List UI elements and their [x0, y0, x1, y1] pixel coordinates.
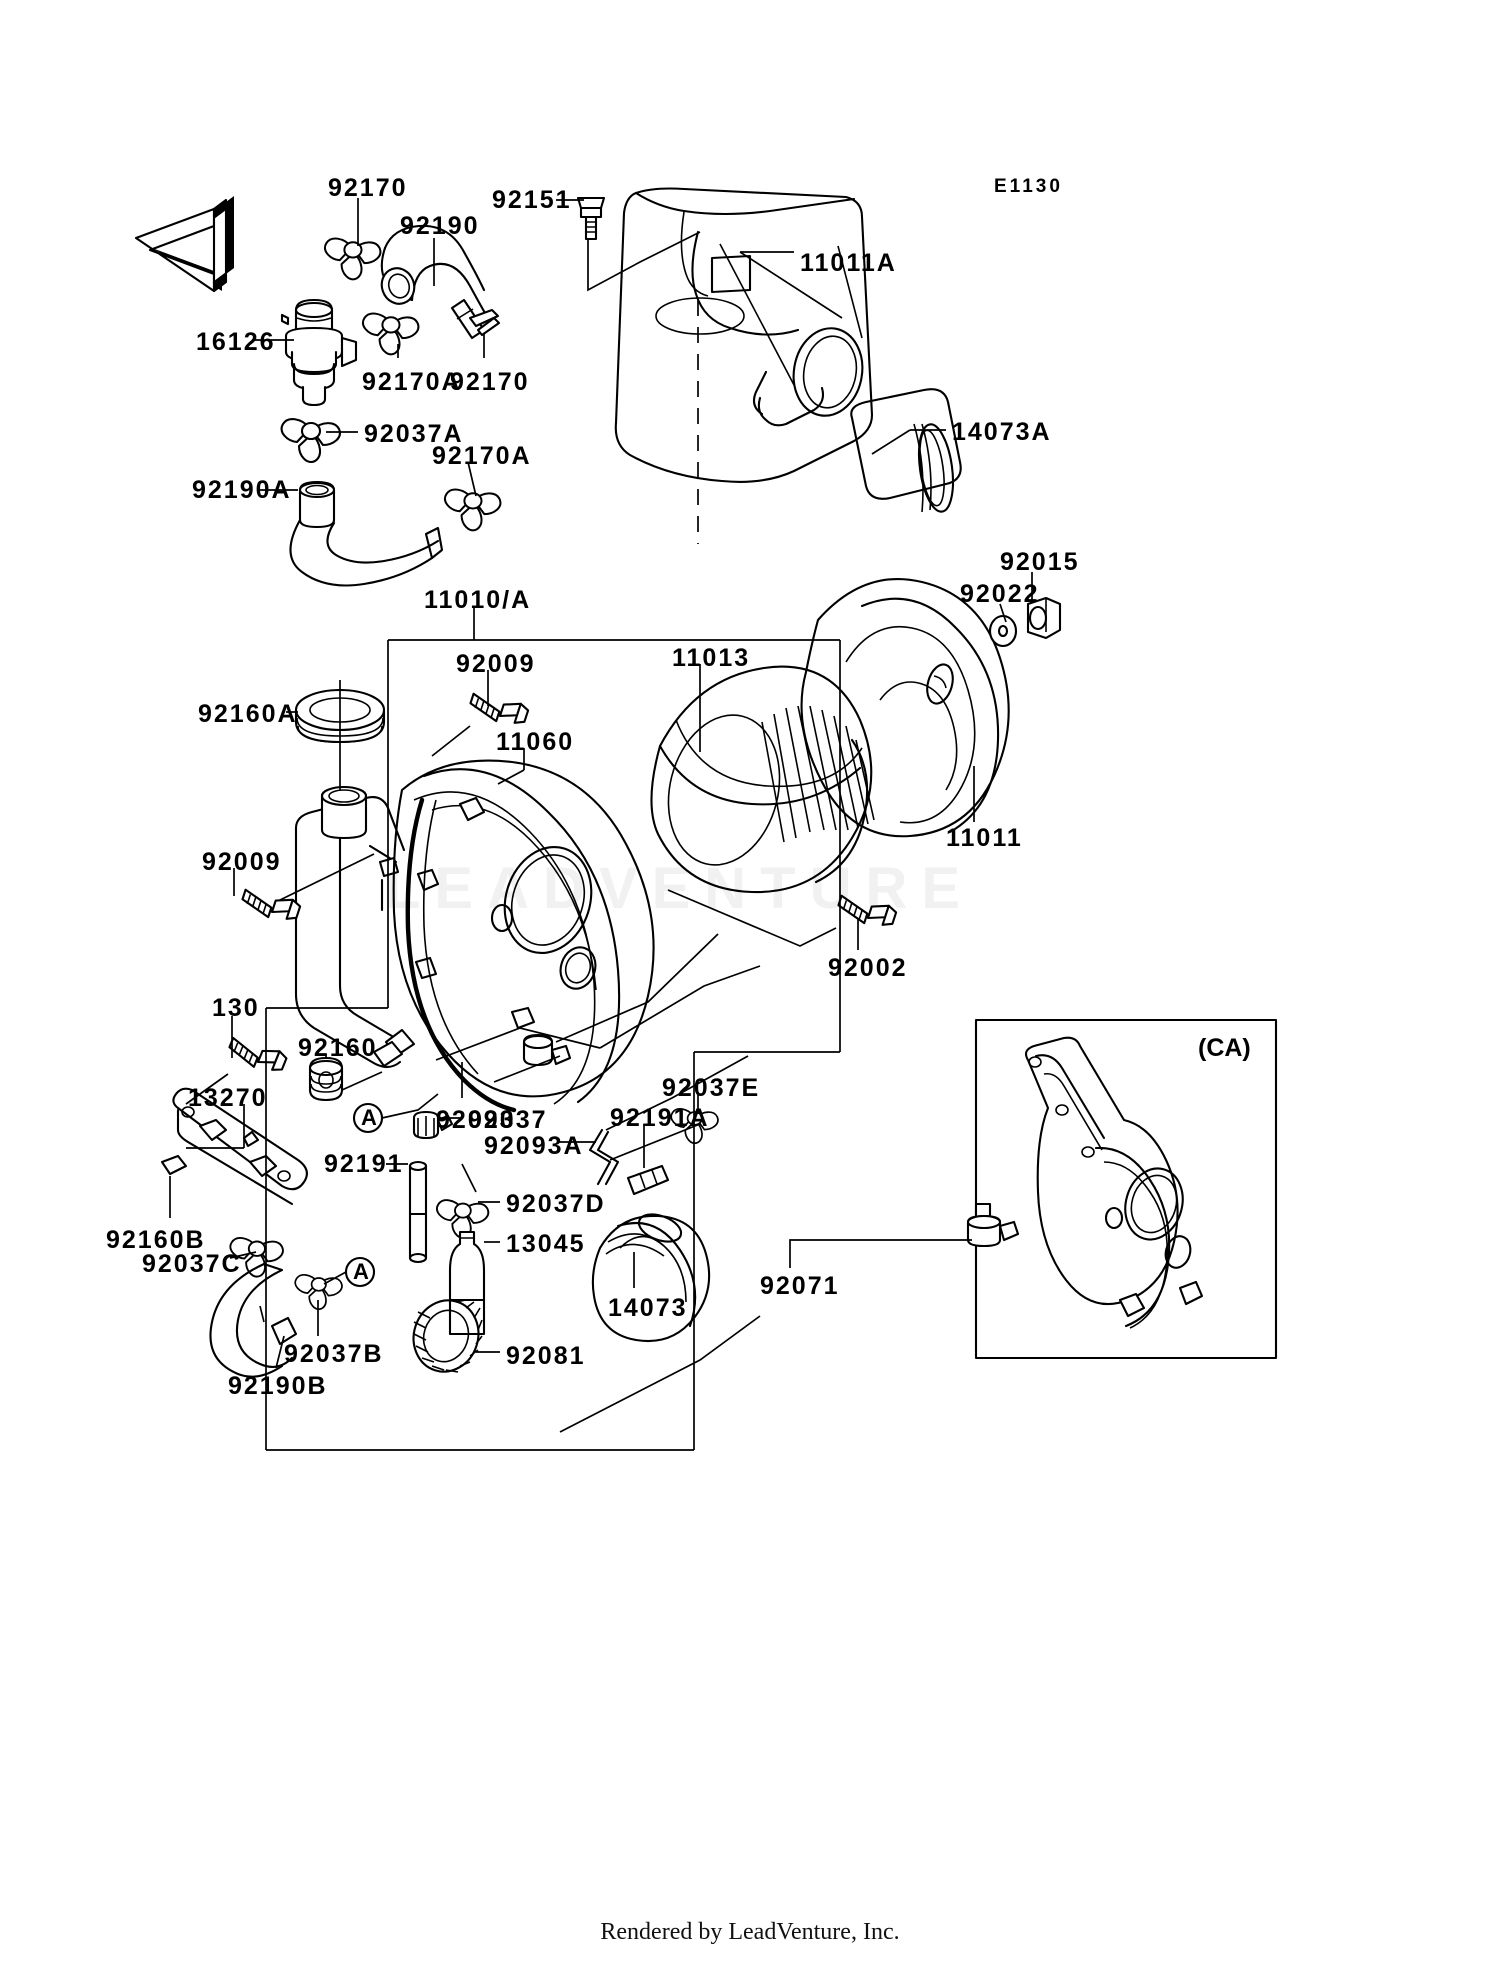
part-label: 92037A: [364, 420, 464, 448]
part-label: 92170: [450, 368, 530, 396]
part-92170A-clip-lower: [443, 488, 502, 532]
part-92191A-tube: [626, 1164, 670, 1196]
part-label: 14073: [608, 1294, 688, 1322]
part-label: 92093A: [484, 1132, 584, 1160]
part-92015-nut: [1026, 596, 1062, 640]
front-direction-arrow: [134, 196, 234, 293]
part-16126-valve: [280, 298, 358, 407]
part-label: 92022: [960, 580, 1040, 608]
part-label: 92071: [760, 1272, 840, 1300]
part-92191-tube: [408, 1160, 428, 1264]
part-label: 92191: [324, 1150, 404, 1178]
part-92190A-hose: [289, 480, 444, 587]
part-label: 14073A: [952, 418, 1052, 446]
part-92071-nipple: [966, 1202, 1020, 1248]
part-92037A-clip: [280, 418, 341, 464]
part-label: 92037E: [662, 1074, 761, 1102]
part-label: 92037C: [142, 1250, 242, 1278]
part-label: 92190A: [192, 476, 292, 504]
part-label: 92093: [436, 1106, 516, 1134]
part-11010A-housing: [294, 759, 655, 1105]
part-92170-clip-top: [323, 237, 382, 281]
part-label: 92151: [492, 186, 572, 214]
part-92093A-rod: [588, 1128, 620, 1186]
ca-inset-label: (CA): [1198, 1034, 1251, 1062]
part-14073A-duct: [850, 388, 962, 513]
part-13045-element: [448, 1230, 486, 1336]
part-label: 11010/A: [424, 586, 532, 614]
part-92170A-clip: [361, 312, 420, 356]
part-92037-clamp: [412, 1110, 454, 1140]
part-label: 11013: [672, 644, 751, 672]
part-label: 92170: [328, 174, 408, 202]
part-92160B-grommet: [160, 1154, 188, 1176]
part-label: 92160A: [198, 700, 298, 728]
part-label: 92037D: [506, 1190, 606, 1218]
part-label: 13045: [506, 1230, 586, 1258]
part-label: 92037: [468, 1106, 548, 1134]
part-label: 92191A: [610, 1104, 710, 1132]
part-label: 11060: [496, 728, 575, 756]
part-label: 92160: [298, 1034, 378, 1062]
leader-lines: [169, 198, 1033, 1451]
part-92170-clip-right: [468, 308, 501, 337]
part-label: 92170A: [432, 442, 532, 470]
part-label: 92190: [400, 212, 480, 240]
part-92081-spring: [412, 1299, 483, 1373]
callout-marker-a-lower-text: A: [353, 1259, 369, 1284]
part-11011-cover: [800, 578, 1010, 838]
part-92002-bolt: [834, 889, 899, 933]
part-11011A-cover: [614, 187, 874, 544]
part-label: 92009: [202, 848, 282, 876]
callout-marker-a-upper-text: A: [361, 1105, 377, 1130]
part-92190-hose: [380, 224, 491, 340]
part-11060-gasket: [405, 797, 517, 1113]
part-92009-screw-top: [466, 687, 531, 731]
sheet-code: E1130: [994, 176, 1063, 197]
footer-credit: Rendered by LeadVenture, Inc.: [600, 1919, 900, 1945]
part-130-bolt: [225, 1032, 289, 1078]
part-label: 16126: [196, 328, 276, 356]
part-label: 92190B: [228, 1372, 328, 1400]
part-label: 11011A: [800, 249, 897, 277]
part-label: 13270: [188, 1084, 268, 1112]
part-13270-bracket: [172, 1087, 308, 1206]
part-label: 92160B: [106, 1226, 206, 1254]
part-92160-damper: [308, 1056, 344, 1102]
part-label: 92015: [1000, 548, 1080, 576]
part-label: 92002: [828, 954, 908, 982]
ca-inset-box: [966, 1018, 1278, 1360]
part-label: 92081: [506, 1342, 586, 1370]
part-92022-washer: [988, 614, 1018, 648]
part-92151-bolt: [576, 196, 606, 241]
part-label: 130: [212, 994, 260, 1022]
part-label: 92009: [456, 650, 536, 678]
part-label: 11011: [946, 824, 1023, 852]
part-label: 92170A: [362, 368, 462, 396]
part-92009-screw-low: [238, 883, 303, 927]
part-11013-element: [650, 665, 875, 894]
part-label: 92037B: [284, 1340, 384, 1368]
